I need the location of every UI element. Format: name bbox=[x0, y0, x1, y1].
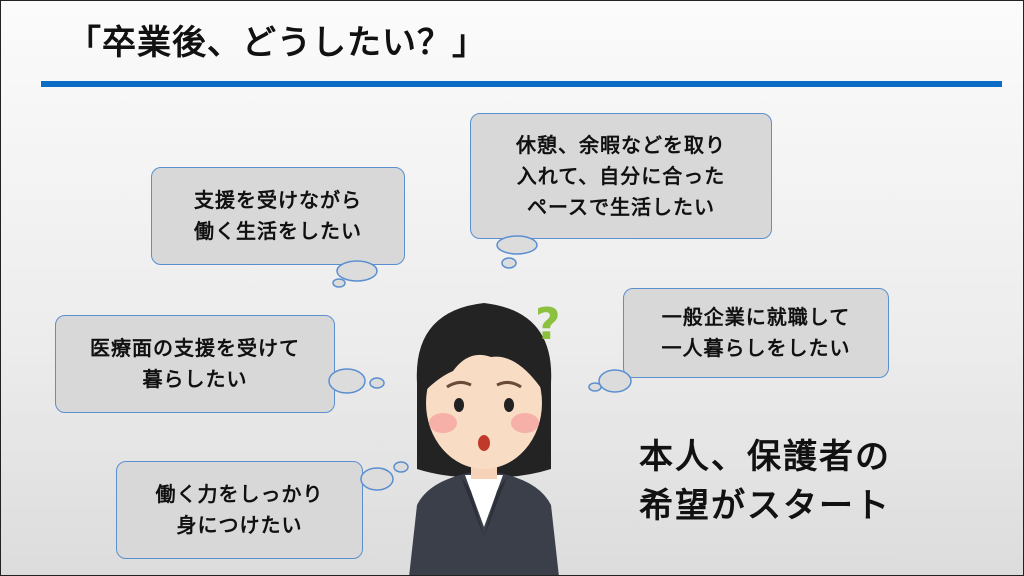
thinking-woman-icon bbox=[409, 303, 559, 575]
thought-bubble-text: 働く力をしっかり 身につけたい bbox=[155, 482, 324, 537]
title-divider bbox=[41, 81, 1002, 87]
thought-bubble-tail-icon bbox=[360, 461, 409, 491]
thought-bubble-text: 支援を受けながら 働く生活をしたい bbox=[194, 188, 362, 243]
thought-bubble-medical: 医療面の支援を受けて 暮らしたい bbox=[55, 315, 335, 413]
question-mark-icon: ? bbox=[535, 299, 561, 350]
thought-bubble-work-skills: 働く力をしっかり 身につけたい bbox=[116, 461, 363, 559]
thought-bubble-tail-icon bbox=[332, 260, 378, 288]
thought-bubble-leisure: 休憩、余暇などを取り 入れて、自分に合った ペースで生活したい bbox=[470, 113, 772, 239]
thought-bubble-text: 医療面の支援を受けて 暮らしたい bbox=[90, 336, 300, 391]
slide-title: 「卒業後、どうしたい？」 bbox=[67, 23, 487, 63]
thought-bubble-text: 一般企業に就職して 一人暮らしをしたい bbox=[661, 305, 851, 360]
thought-bubble-tail-icon bbox=[496, 235, 538, 269]
thought-bubble-text: 休憩、余暇などを取り 入れて、自分に合った ペースで生活したい bbox=[516, 132, 726, 219]
thought-bubble-employment: 一般企業に就職して 一人暮らしをしたい bbox=[623, 288, 889, 378]
key-message: 本人、保護者の 希望がスタート bbox=[639, 437, 891, 527]
thought-bubble-tail-icon bbox=[588, 369, 632, 393]
thought-bubble-tail-icon bbox=[328, 368, 385, 394]
thought-bubble-support-work: 支援を受けながら 働く生活をしたい bbox=[151, 167, 405, 265]
